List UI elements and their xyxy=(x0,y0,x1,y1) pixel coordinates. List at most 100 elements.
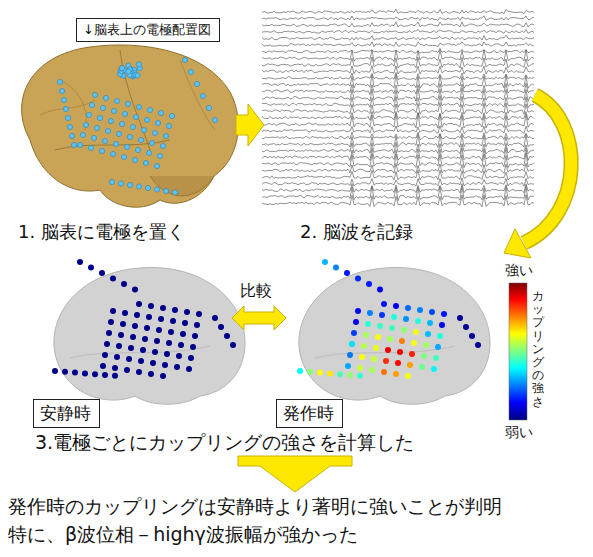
electrode xyxy=(132,287,138,293)
electrode xyxy=(113,141,118,146)
electrode xyxy=(80,132,85,137)
electrode xyxy=(119,66,124,71)
box-text: ↓脳表上の電極配置図 xyxy=(83,21,211,39)
electrode xyxy=(355,276,361,282)
eeg-trace xyxy=(262,50,534,62)
eeg-trace xyxy=(262,195,534,207)
electrode xyxy=(437,333,443,339)
electrode xyxy=(63,106,68,111)
electrode xyxy=(347,372,353,378)
electrode xyxy=(344,270,350,276)
electrode xyxy=(102,372,108,378)
electrode xyxy=(379,312,385,318)
electrode xyxy=(94,125,99,130)
electrode xyxy=(353,319,359,325)
electrode xyxy=(363,332,369,338)
eeg-trace xyxy=(262,75,534,89)
electrode xyxy=(108,319,114,325)
electrode xyxy=(366,281,372,287)
eeg-trace xyxy=(262,143,534,154)
electrode xyxy=(142,336,148,342)
eeg-trace xyxy=(262,73,534,81)
electrode xyxy=(136,104,141,109)
electrode xyxy=(126,356,132,362)
colorbar xyxy=(509,283,527,420)
electrode xyxy=(413,329,419,335)
electrode xyxy=(88,265,94,271)
electrode xyxy=(206,105,211,110)
flow-arrow xyxy=(236,104,264,146)
electrode xyxy=(116,343,122,349)
electrode-group xyxy=(297,259,481,379)
conclusion-text: 発作時のカップリングは安静時より著明に強いことが判明 xyxy=(8,494,502,520)
electrode xyxy=(373,345,379,351)
eeg-trace xyxy=(262,148,534,161)
electrode xyxy=(114,98,119,103)
brain-surface xyxy=(299,268,490,405)
eeg-trace xyxy=(262,103,534,115)
eeg-trace xyxy=(262,88,534,101)
electrode xyxy=(140,347,146,353)
electrode xyxy=(83,122,88,127)
electrode xyxy=(164,351,170,357)
electrode xyxy=(135,147,140,152)
electrode xyxy=(112,373,118,379)
map-title-box: ↓脳表上の電極配置図 xyxy=(76,18,220,42)
electrode xyxy=(88,145,93,150)
electrode xyxy=(425,331,431,337)
electrode xyxy=(77,259,83,265)
electrode xyxy=(89,102,94,107)
electrode xyxy=(389,325,395,331)
electrode xyxy=(174,364,180,370)
electrode xyxy=(141,127,146,132)
electrode xyxy=(126,69,131,74)
electrode xyxy=(118,181,123,186)
electrode xyxy=(147,107,152,112)
electrode xyxy=(395,360,401,366)
electrode xyxy=(333,265,339,271)
electrode xyxy=(158,316,164,322)
electrode xyxy=(192,333,198,339)
electrode xyxy=(121,281,127,287)
eeg-trace xyxy=(262,35,534,40)
electrode xyxy=(138,358,144,364)
electrode xyxy=(124,144,129,149)
electrode xyxy=(119,121,124,126)
electrode xyxy=(188,355,194,361)
brain-surface xyxy=(54,268,245,405)
electrode xyxy=(154,187,159,192)
electrode xyxy=(109,179,114,184)
electrode xyxy=(65,115,70,120)
electrode xyxy=(411,340,417,346)
electrode xyxy=(158,110,163,115)
electrode xyxy=(166,340,172,346)
electrode xyxy=(435,344,441,350)
electrode xyxy=(148,303,154,309)
eeg-trace xyxy=(262,134,534,147)
electrode xyxy=(405,305,411,311)
curved-arrow-outline xyxy=(524,95,571,243)
electrode xyxy=(212,315,218,321)
eeg-trace xyxy=(262,186,534,200)
electrode xyxy=(391,314,397,320)
colorbar-title: カップリングの強さ xyxy=(532,290,544,409)
electrode xyxy=(190,344,196,350)
sulcus xyxy=(40,100,95,115)
electrode xyxy=(317,370,323,376)
electrode xyxy=(114,354,120,360)
electrode xyxy=(307,369,313,375)
electrode xyxy=(457,315,463,321)
curved-arrow-head xyxy=(504,229,531,258)
electrode xyxy=(152,349,158,355)
electrode xyxy=(122,310,128,316)
electrode xyxy=(52,368,58,374)
electrode xyxy=(172,307,178,313)
brain-surface xyxy=(22,45,239,207)
electrode xyxy=(355,308,361,314)
electrode xyxy=(150,360,156,366)
electrode xyxy=(401,327,407,333)
eeg-trace xyxy=(262,170,534,180)
electrode xyxy=(188,69,193,74)
eeg-trace xyxy=(262,163,534,173)
electrode xyxy=(431,366,437,372)
